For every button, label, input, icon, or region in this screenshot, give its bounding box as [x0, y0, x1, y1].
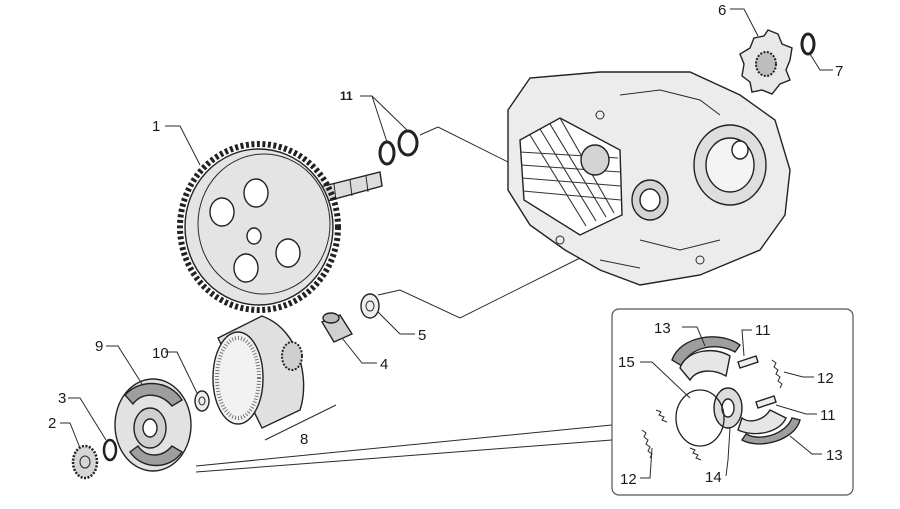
inset-label-12-right: 12: [817, 370, 834, 387]
label-1: 1: [152, 118, 160, 135]
label-4: 4: [380, 356, 388, 373]
label-11: 11: [340, 89, 353, 103]
label-6: 6: [718, 2, 726, 19]
label-5: 5: [418, 327, 426, 344]
label-leaders: [60, 8, 833, 479]
connection-lines: [195, 126, 613, 473]
label-7: 7: [835, 63, 843, 80]
inset-label-15: 15: [618, 354, 635, 371]
label-10: 10: [152, 345, 169, 362]
label-8: 8: [300, 431, 308, 448]
clutch-bell: [212, 315, 337, 441]
inset-label-13-bottom: 13: [826, 447, 843, 464]
crankcase-housing: [507, 71, 791, 286]
label-2: 2: [48, 415, 56, 432]
clutch-assembly: [114, 378, 192, 472]
bushing-4: [320, 312, 354, 343]
label-9: 9: [95, 338, 103, 355]
drive-sprocket: [739, 29, 793, 95]
large-gear-shaft: [177, 141, 383, 313]
washer-10: [194, 390, 210, 412]
inset-label-14: 14: [705, 469, 722, 486]
clutch-detail-inset: [611, 308, 854, 496]
sprocket-circlip: [800, 32, 816, 56]
part-labels: 1 11 6 7 5 4 8 10 9 3 2 13 15 11 12 11 1…: [48, 2, 843, 488]
inset-label-11-right: 11: [820, 407, 836, 424]
inset-label-13-top: 13: [654, 320, 671, 337]
label-3: 3: [58, 390, 66, 407]
washer-5: [360, 293, 380, 319]
clutch-circlip: [102, 438, 118, 462]
inset-label-12-left: 12: [620, 471, 637, 488]
clutch-nut: [71, 444, 99, 480]
inset-label-11-top: 11: [755, 322, 771, 339]
